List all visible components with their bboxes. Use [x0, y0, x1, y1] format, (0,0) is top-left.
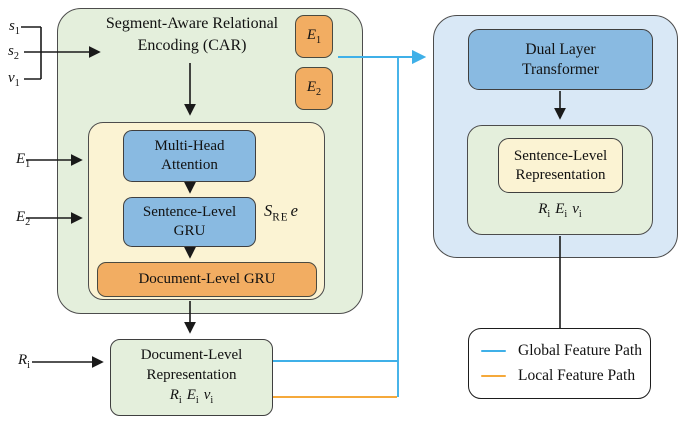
sent-gru-line2: GRU	[173, 223, 206, 239]
sentence-level-gru-box: Sentence-Level GRU	[123, 197, 256, 247]
mha-line2: Attention	[161, 157, 218, 173]
input-s1-label: s1	[9, 18, 20, 37]
sent-repr-line2: Representation	[515, 166, 606, 183]
legend-item-local: Local Feature Path	[481, 367, 650, 385]
e1-chip-label: E1	[306, 26, 322, 46]
transformer-line2: Transformer	[522, 60, 599, 78]
car-encoding-title: Segment-Aware Relational Encoding (CAR)	[72, 13, 312, 57]
input-v1-label: v1	[8, 70, 20, 89]
car-title-line2: Encoding (CAR)	[137, 37, 247, 54]
sent-repr-line1: Sentence-Level	[513, 147, 608, 164]
legend-label-local: Local Feature Path	[518, 367, 636, 384]
multi-head-attention-box: Multi-Head Attention	[123, 130, 256, 182]
doc-repr-line2: Representation	[146, 366, 237, 383]
sentence-level-representation-box: Sentence-Level Representation	[498, 138, 623, 193]
legend-item-global: Global Feature Path	[481, 342, 650, 360]
car-title-line1: Segment-Aware Relational	[105, 15, 279, 32]
document-level-gru-box: Document-Level GRU	[97, 262, 317, 297]
legend-box: Global Feature Path Local Feature Path	[468, 328, 651, 399]
input-s2-label: s2	[8, 43, 19, 62]
doc-repr-line1: Document-Level	[140, 346, 243, 363]
transformer-line1: Dual Layer	[525, 41, 596, 59]
input-bracket	[21, 26, 42, 80]
global-path-swatch	[481, 349, 506, 353]
input-e2-label: E2	[16, 209, 31, 228]
sent-gru-line1: Sentence-Level	[142, 204, 237, 221]
local-path-swatch	[481, 374, 506, 378]
input-ri-label: Ri	[18, 352, 31, 371]
legend-label-global: Global Feature Path	[518, 342, 642, 359]
e2-chip-label: E2	[306, 78, 322, 98]
e2-chip: E2	[295, 67, 333, 110]
e1-chip: E1	[295, 15, 333, 58]
dual-layer-transformer-box: Dual Layer Transformer	[468, 29, 653, 90]
input-e1-label: E1	[16, 151, 31, 170]
doc-gru-label: Document-Level GRU	[138, 271, 276, 288]
mha-line1: Multi-Head	[154, 138, 225, 155]
